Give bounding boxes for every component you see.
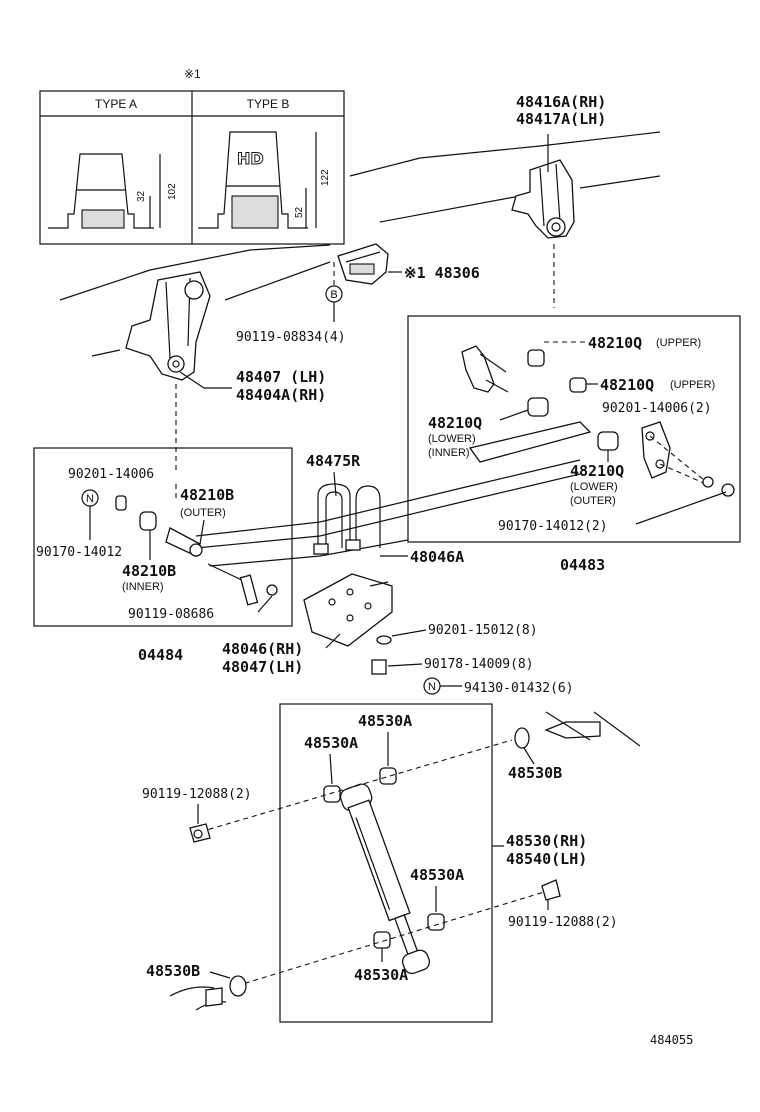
- label-upper2: (UPPER): [670, 379, 715, 391]
- label-outer-outer: (OUTER): [570, 495, 616, 507]
- label-48530b-right: 48530B: [508, 764, 562, 782]
- label-48306: ※1 48306: [404, 264, 480, 282]
- label-inner-b: (INNER): [122, 581, 164, 593]
- type-inset: ※1 TYPE A TYPE B 32 102 HD 52 122: [39, 67, 345, 245]
- label-48404a: 48404A(RH): [236, 386, 326, 404]
- label-48530b-left: 48530B: [146, 962, 200, 980]
- kit-04483: 48210Q (UPPER) 48210Q (UPPER) 90201-1400…: [407, 315, 741, 574]
- label-48417a: 48417A(LH): [516, 110, 606, 128]
- upper-mount: 48530B: [199, 711, 641, 833]
- type-b-bracket: [198, 131, 308, 229]
- label-90201-14006-2: 90201-14006(2): [602, 401, 712, 416]
- label-90170-14012-2: 90170-14012(2): [498, 519, 608, 534]
- inset-marker: ※1: [184, 67, 201, 81]
- label-90119-08834: 90119-08834(4): [236, 330, 346, 345]
- label-48540: 48540(LH): [506, 850, 587, 868]
- lower-mount: 48530B: [146, 962, 247, 1011]
- label-48416a: 48416A(RH): [516, 93, 606, 111]
- label-04484: 04484: [138, 646, 183, 664]
- label-48046a: 48046A: [410, 548, 464, 566]
- type-b-label: TYPE B: [247, 97, 290, 111]
- label-48210b-inner: 48210B: [122, 562, 176, 580]
- label-lower-outer: (LOWER): [570, 481, 618, 493]
- kit-04484-frame: [33, 447, 293, 627]
- marker-b-letter: B: [330, 289, 337, 301]
- label-upper1: (UPPER): [656, 337, 701, 349]
- label-90170-14012: 90170-14012: [36, 545, 122, 560]
- dim-b-52: 52: [294, 206, 305, 218]
- shock-frame: [279, 703, 493, 1023]
- label-90178-14009: 90178-14009(8): [424, 657, 534, 672]
- label-48530a-bottom: 48530A: [354, 966, 408, 984]
- label-48530a-mid: 48530A: [410, 866, 464, 884]
- u-bolt-assembly: 48475R 48046A 48046(RH) 48047(LH) 90201-…: [222, 452, 574, 696]
- label-90119-12088-right: 90119-12088(2): [508, 915, 618, 930]
- kit-04483-frame: [407, 315, 741, 543]
- label-48046: 48046(RH): [222, 640, 303, 658]
- front-hanger-bracket: 48407 (LH) 48404A(RH): [125, 271, 326, 470]
- label-94130-01432: 94130-01432(6): [464, 681, 574, 696]
- label-48407: 48407 (LH): [236, 368, 326, 386]
- label-48210q-upper1: 48210Q: [588, 334, 642, 352]
- type-a-label: TYPE A: [95, 97, 137, 111]
- label-90119-08686: 90119-08686: [128, 607, 214, 622]
- label-lower-inner: (LOWER): [428, 433, 476, 445]
- marker-n2-letter: N: [428, 681, 436, 693]
- label-04483: 04483: [560, 556, 605, 574]
- label-48047: 48047(LH): [222, 658, 303, 676]
- label-90119-12088-left: 90119-12088(2): [142, 787, 252, 802]
- label-48210q-lower-outer: 48210Q: [570, 462, 624, 480]
- label-48210b-outer: 48210B: [180, 486, 234, 504]
- frame-rails: [59, 131, 661, 357]
- label-48530a-top: 48530A: [358, 712, 412, 730]
- label-90201-14006: 90201-14006: [68, 467, 154, 482]
- label-48530a-left: 48530A: [304, 734, 358, 752]
- figure-id: 484055: [650, 1033, 693, 1047]
- label-48210q-lower-inner: 48210Q: [428, 414, 482, 432]
- bump-stopper: ※1 48306 B 90119-08834(4): [236, 243, 480, 345]
- dim-a-32: 32: [136, 190, 147, 202]
- shock-bolts: 90119-12088(2) 90119-12088(2): [142, 787, 618, 987]
- label-90201-15012: 90201-15012(8): [428, 623, 538, 638]
- hd-mark: HD: [237, 149, 264, 168]
- dim-b-122: 122: [320, 169, 331, 186]
- label-48210q-upper2: 48210Q: [600, 376, 654, 394]
- marker-n1-letter: N: [86, 493, 94, 505]
- dim-a-102: 102: [167, 183, 178, 200]
- label-inner-inner: (INNER): [428, 447, 470, 459]
- shackle-bracket-rear: 48416A(RH) 48417A(LH): [511, 93, 606, 308]
- label-48530: 48530(RH): [506, 832, 587, 850]
- label-48475r: 48475R: [306, 452, 361, 470]
- type-a-bracket: [48, 153, 154, 229]
- label-outer-b: (OUTER): [180, 507, 226, 519]
- leaf-spring: [195, 459, 581, 567]
- kit-04484: 90201-14006 N 48210B (OUTER) 90170-14012…: [33, 447, 293, 664]
- shock-absorber-group: 48530A 48530A 48530A 48530A 48530(RH) 48…: [279, 703, 587, 1023]
